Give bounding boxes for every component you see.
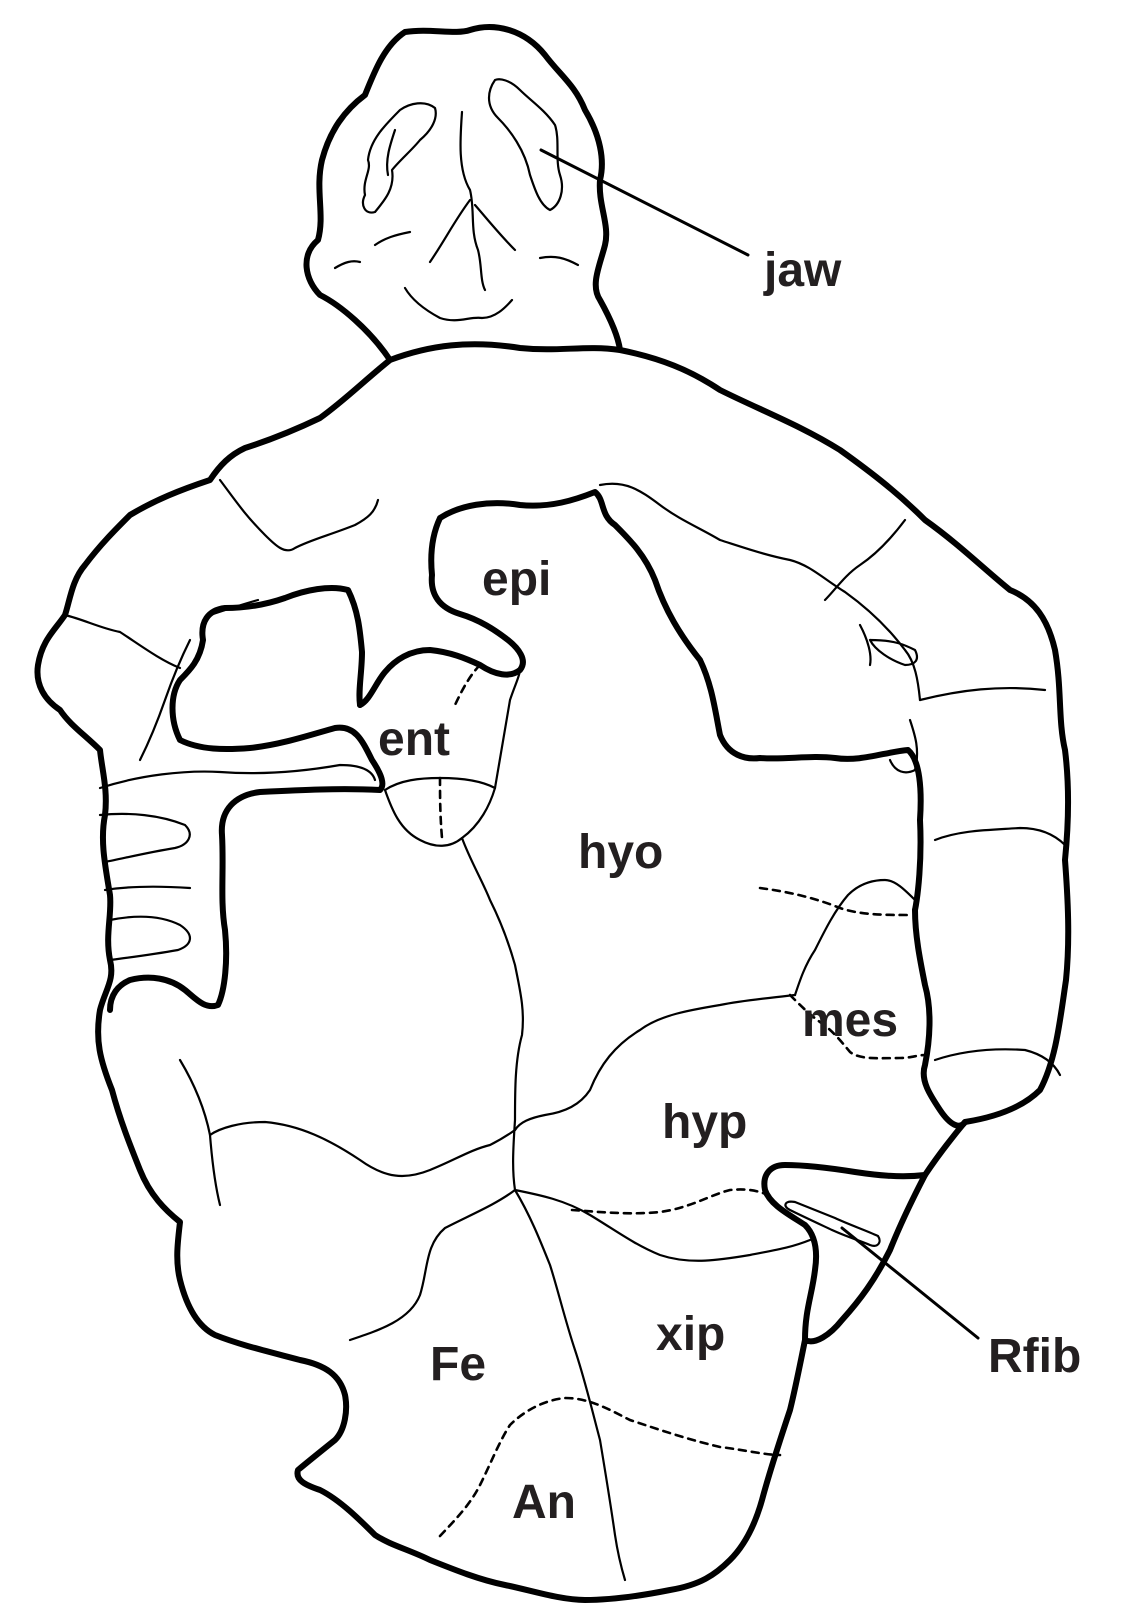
- label-an: An: [512, 1476, 576, 1529]
- jaw-leader-line: [541, 150, 748, 255]
- label-ent: ent: [378, 713, 450, 766]
- shell-outline: [37, 344, 1068, 1600]
- label-fe: Fe: [430, 1338, 486, 1391]
- sutures: [65, 480, 1065, 1580]
- label-jaw: jaw: [763, 244, 842, 297]
- label-mes: mes: [802, 994, 898, 1047]
- jaw-element: [306, 27, 748, 360]
- label-epi: epi: [482, 553, 551, 606]
- rfib-leader-line: [842, 1228, 978, 1338]
- label-rfib: Rfib: [988, 1330, 1081, 1383]
- right-bridge-outline: [915, 910, 965, 1126]
- label-hyp: hyp: [662, 1096, 747, 1149]
- label-hyo: hyo: [578, 826, 663, 879]
- label-xip: xip: [656, 1308, 725, 1361]
